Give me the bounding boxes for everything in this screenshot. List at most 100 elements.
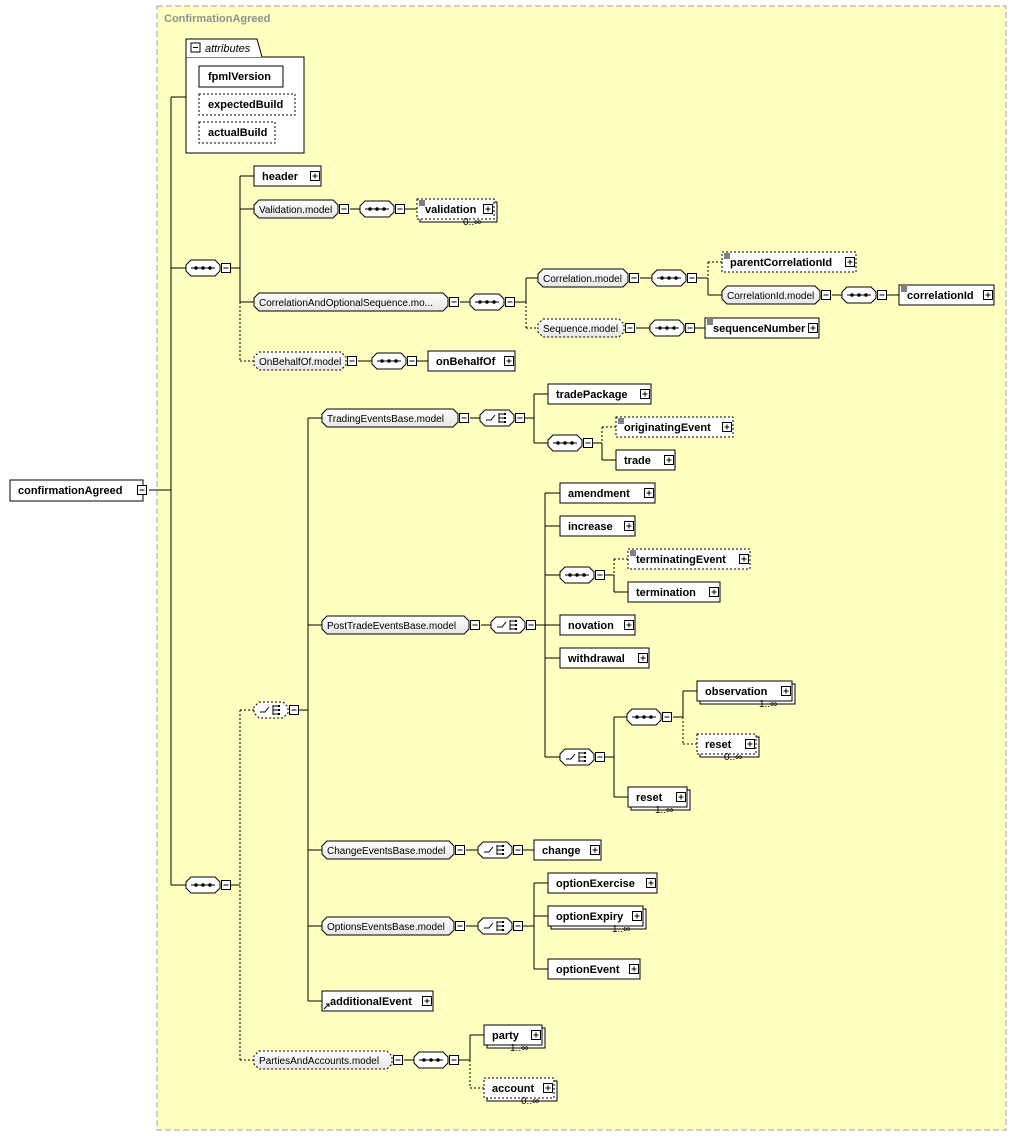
- expand-icon[interactable]: [483, 204, 493, 214]
- attribute-expectedBuild[interactable]: expectedBuild: [198, 93, 296, 116]
- element-onBehalfOf[interactable]: onBehalfOf: [427, 350, 516, 372]
- expand-icon[interactable]: [543, 1083, 553, 1093]
- group-posttrade_events_model[interactable]: PostTradeEventsBase.model: [321, 615, 480, 635]
- element-sequenceNumber[interactable]: sequenceNumber: [704, 317, 820, 339]
- collapse-icon[interactable]: [221, 263, 231, 273]
- collapse-icon[interactable]: [526, 620, 536, 630]
- group-validation_model[interactable]: Validation.model: [253, 199, 349, 219]
- collapse-icon[interactable]: [629, 273, 639, 283]
- collapse-icon[interactable]: [662, 712, 672, 722]
- expand-icon[interactable]: [845, 257, 855, 267]
- sequence-compositor[interactable]: [651, 269, 697, 287]
- collapse-icon[interactable]: [393, 1055, 403, 1065]
- collapse-icon[interactable]: [595, 570, 605, 580]
- expand-icon[interactable]: [676, 792, 686, 802]
- expand-icon[interactable]: [632, 911, 642, 921]
- expand-icon[interactable]: [638, 653, 648, 663]
- collapse-icon[interactable]: [583, 438, 593, 448]
- sequence-compositor[interactable]: [469, 293, 515, 311]
- collapse-icon[interactable]: [455, 845, 465, 855]
- group-sequence_model[interactable]: Sequence.model: [537, 318, 635, 338]
- expand-icon[interactable]: [781, 686, 791, 696]
- collapse-icon[interactable]: [821, 290, 831, 300]
- group-parties_accounts_model[interactable]: PartiesAndAccounts.model: [253, 1050, 403, 1070]
- choice-compositor[interactable]: [253, 701, 299, 719]
- expand-icon[interactable]: [310, 171, 320, 181]
- expand-icon[interactable]: [745, 739, 755, 749]
- collapse-icon[interactable]: [395, 204, 405, 214]
- group-trading_events_model[interactable]: TradingEventsBase.model: [321, 408, 469, 428]
- choice-compositor[interactable]: [490, 616, 536, 634]
- collapse-icon[interactable]: [625, 323, 635, 333]
- collapse-icon[interactable]: [687, 273, 697, 283]
- collapse-icon[interactable]: [595, 752, 605, 762]
- expand-icon[interactable]: [709, 587, 719, 597]
- sequence-compositor[interactable]: [559, 566, 605, 584]
- collapse-icon[interactable]: [459, 413, 469, 423]
- expand-icon[interactable]: [722, 422, 732, 432]
- collapse-icon[interactable]: [505, 297, 515, 307]
- collapse-icon[interactable]: [289, 705, 299, 715]
- root-element-confirmationAgreed[interactable]: confirmationAgreed: [9, 479, 147, 502]
- collapse-icon[interactable]: [515, 413, 525, 423]
- expand-icon[interactable]: [808, 323, 818, 333]
- collapse-icon[interactable]: [513, 921, 523, 931]
- sequence-compositor[interactable]: [371, 352, 417, 370]
- expand-icon[interactable]: [624, 521, 634, 531]
- collapse-icon[interactable]: [339, 204, 349, 214]
- expand-icon[interactable]: [531, 1030, 541, 1040]
- expand-icon[interactable]: [624, 620, 634, 630]
- element-tradePackage[interactable]: tradePackage: [547, 383, 652, 405]
- choice-compositor[interactable]: [477, 917, 523, 935]
- element-increase[interactable]: increase: [559, 515, 636, 537]
- attribute-actualBuild[interactable]: actualBuild: [198, 121, 276, 144]
- element-terminatingEvent[interactable]: terminatingEvent: [627, 548, 751, 570]
- expand-icon[interactable]: [646, 878, 656, 888]
- element-header[interactable]: header: [253, 165, 322, 187]
- element-optionEvent[interactable]: optionEvent: [547, 958, 641, 980]
- element-additionalEvent[interactable]: additionalEvent: [321, 990, 434, 1012]
- element-novation[interactable]: novation: [559, 614, 636, 636]
- expand-icon[interactable]: [739, 554, 749, 564]
- sequence-compositor[interactable]: [185, 259, 231, 277]
- element-optionExercise[interactable]: optionExercise: [547, 872, 658, 894]
- sequence-compositor[interactable]: [185, 876, 231, 894]
- element-correlationId[interactable]: correlationId: [898, 284, 995, 306]
- group-correlationid_model[interactable]: CorrelationId.model: [721, 285, 831, 305]
- collapse-icon[interactable]: [221, 880, 231, 890]
- sequence-compositor[interactable]: [359, 200, 405, 218]
- choice-compositor[interactable]: [477, 841, 523, 859]
- choice-compositor[interactable]: [479, 409, 525, 427]
- element-amendment[interactable]: amendment: [559, 482, 656, 504]
- group-options_events_model[interactable]: OptionsEventsBase.model: [321, 916, 465, 936]
- expand-icon[interactable]: [422, 996, 432, 1006]
- group-correlation_seq_model[interactable]: CorrelationAndOptionalSequence.mo...: [253, 292, 459, 312]
- element-withdrawal[interactable]: withdrawal: [559, 647, 650, 669]
- expand-icon[interactable]: [644, 488, 654, 498]
- element-parentCorrelationId[interactable]: parentCorrelationId: [721, 251, 857, 273]
- sequence-compositor[interactable]: [841, 286, 887, 304]
- collapse-icon[interactable]: [513, 845, 523, 855]
- collapse-icon[interactable]: [470, 620, 480, 630]
- expand-icon[interactable]: [640, 389, 650, 399]
- group-correlation_model[interactable]: Correlation.model: [537, 268, 639, 288]
- collapse-icon[interactable]: [449, 1055, 459, 1065]
- attribute-fpmlVersion[interactable]: fpmlVersion: [198, 65, 284, 88]
- collapse-icon[interactable]: [877, 290, 887, 300]
- sequence-compositor[interactable]: [649, 319, 695, 337]
- element-trade[interactable]: trade: [615, 449, 676, 471]
- element-originatingEvent[interactable]: originatingEvent: [615, 416, 734, 438]
- collapse-icon[interactable]: [137, 485, 147, 495]
- expand-icon[interactable]: [629, 964, 639, 974]
- group-change_events_model[interactable]: ChangeEventsBase.model: [321, 840, 465, 860]
- group-onbehalfof_model[interactable]: OnBehalfOf.model: [253, 351, 357, 371]
- sequence-compositor[interactable]: [547, 434, 593, 452]
- element-change[interactable]: change: [533, 839, 602, 861]
- collapse-icon[interactable]: [449, 297, 459, 307]
